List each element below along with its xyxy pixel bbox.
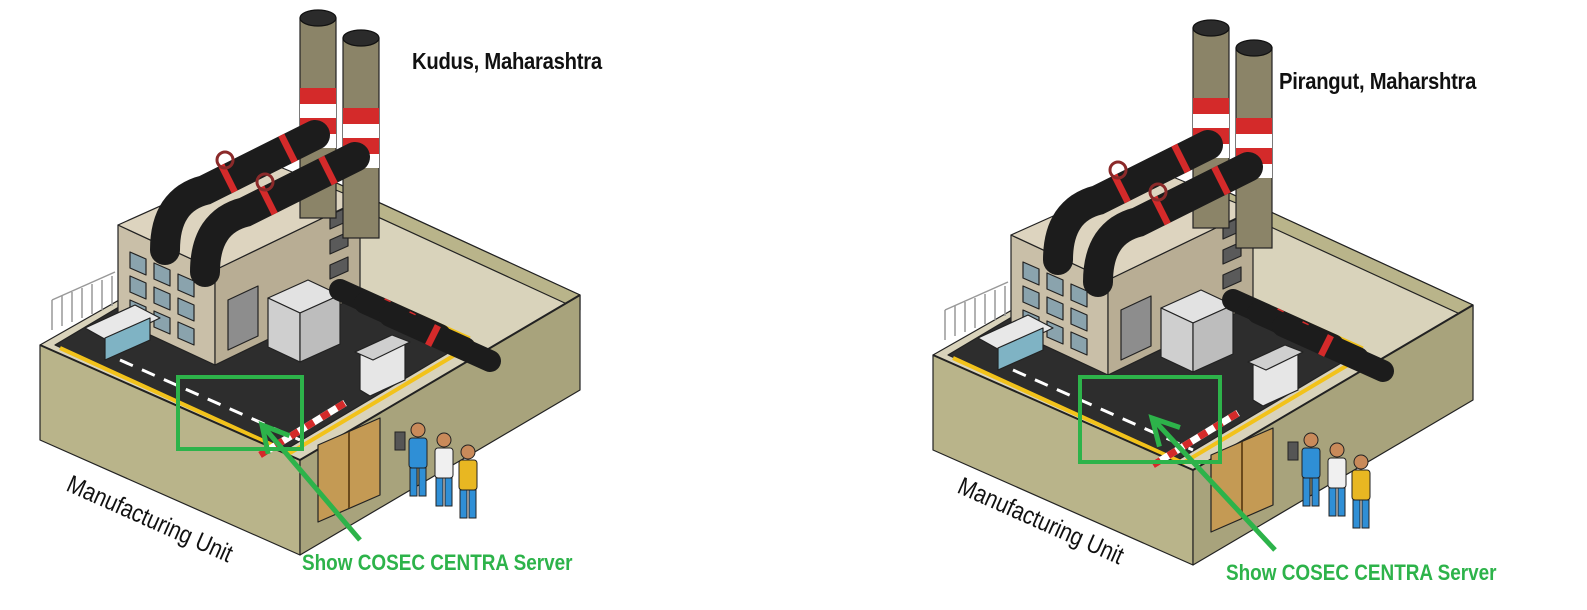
transformer [1192, 304, 1234, 373]
factory-panel-pirangut: Pirangut, Maharshtra Manufacturing Unit … [793, 0, 1586, 610]
building-window [1222, 266, 1242, 290]
building-window [129, 251, 147, 276]
pipe [190, 142, 370, 287]
entrance-canopy [977, 314, 1054, 353]
building-window [1046, 296, 1064, 321]
worker [1301, 432, 1321, 507]
chimney [1235, 39, 1273, 249]
building-window [1070, 331, 1088, 356]
callout-label: Show COSEC CENTRA Server [1226, 560, 1497, 585]
railing-top [51, 271, 116, 301]
factory-panel-kudus: Kudus, Maharashtra Manufacturing Unit Sh… [0, 0, 793, 610]
pipe-band [1318, 334, 1334, 357]
railing-top [944, 281, 1009, 311]
location-label: Pirangut, Maharshtra [1279, 68, 1477, 94]
building-window [1022, 261, 1040, 286]
pipe-valve [1148, 182, 1168, 202]
lane-marking [119, 358, 301, 442]
pipe-valve [255, 172, 275, 192]
building-window [329, 256, 349, 280]
entrance-window [997, 327, 1044, 371]
building-window [1022, 285, 1040, 310]
guard-booth-roof [1247, 344, 1304, 371]
location-label: Kudus, Maharashtra [412, 48, 602, 74]
access-terminal [1287, 441, 1299, 461]
pipe [1043, 130, 1223, 275]
access-terminal [394, 431, 406, 451]
callout-box [176, 375, 304, 451]
building-window [177, 273, 195, 298]
building-window [1046, 272, 1064, 297]
factory-illustration [932, 19, 1474, 566]
building-window [153, 262, 171, 287]
pipe [1083, 152, 1263, 297]
chimney [342, 29, 380, 239]
callout-arrow-head [1148, 414, 1181, 448]
garage-shutter [227, 285, 259, 351]
barrier-gate [1151, 410, 1240, 468]
factory-group [932, 19, 1474, 566]
worker [458, 444, 478, 519]
building-window [177, 297, 195, 322]
entrance-canopy [84, 304, 161, 343]
pipe [379, 305, 501, 372]
callout-arrow-head [258, 420, 291, 455]
building-window [129, 275, 147, 300]
garage-shutter [1120, 295, 1152, 361]
building-window [177, 321, 195, 346]
callout-box [1078, 375, 1222, 464]
pipe-valve [215, 150, 235, 170]
entrance-window [104, 317, 151, 361]
pipe [150, 120, 330, 265]
callout-label: Show COSEC CENTRA Server [302, 550, 573, 575]
factory-illustration [39, 9, 581, 556]
building-window [153, 286, 171, 311]
guard-booth-roof [354, 334, 411, 361]
callout-arrow [260, 423, 362, 542]
lane-marking [1012, 368, 1194, 452]
worker [1327, 442, 1347, 517]
building-window [1070, 307, 1088, 332]
worker [1351, 454, 1371, 529]
callout-arrow [1150, 416, 1277, 552]
pipe-valve [1108, 160, 1128, 180]
transformer [299, 294, 341, 363]
pipe-band [425, 324, 441, 347]
road-edge-line [59, 341, 477, 456]
worker [408, 422, 428, 497]
building-window [1070, 283, 1088, 308]
worker [434, 432, 454, 507]
factory-group [39, 9, 581, 556]
pipe [1272, 315, 1394, 382]
